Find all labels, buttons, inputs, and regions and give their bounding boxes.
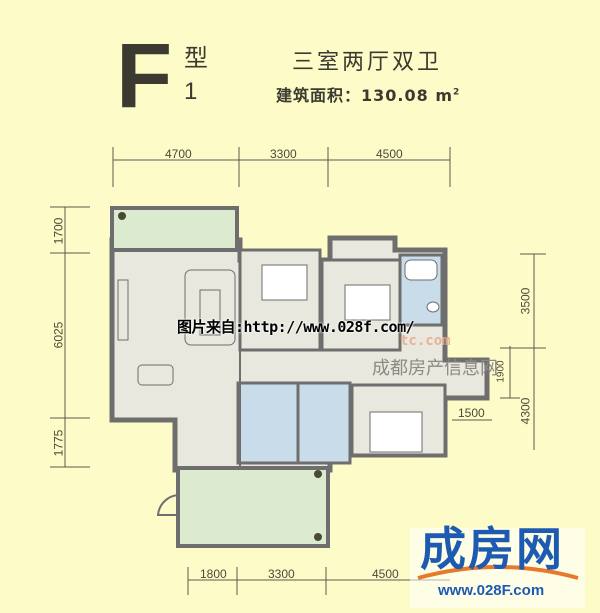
logo-url[interactable]: www.028F.com [438, 582, 545, 599]
area-label: 建筑面积： [276, 86, 362, 105]
area-unit: m [435, 86, 454, 105]
logo-arc-icon [417, 565, 579, 580]
area-value: 130.08 [361, 86, 429, 105]
sofa-icon [184, 269, 236, 346]
bed-icon [344, 284, 391, 321]
dimension-lines [50, 147, 546, 595]
top-balcony [110, 206, 239, 252]
logo-name: 成房网 [420, 522, 564, 576]
bed-icon [369, 411, 423, 453]
tv-cabinet-icon [117, 279, 129, 341]
dim-bottom-1: 1800 [200, 567, 227, 581]
toilet-icon [426, 301, 440, 313]
kitchen [236, 381, 300, 465]
area-line: 建筑面积：130.08 m2 [276, 82, 460, 106]
bathroom-2 [296, 381, 352, 465]
dim-left-1: 1700 [51, 217, 66, 245]
dim-inner-horizontal: 1500 [458, 406, 485, 420]
dim-left-3: 1775 [51, 429, 66, 457]
unit-type-number: 1 [184, 78, 198, 105]
dim-bottom-3: 4500 [372, 567, 399, 581]
unit-type-char: 型 [184, 44, 208, 72]
bathtub-icon [404, 259, 438, 281]
door-swing [156, 494, 179, 516]
dim-top-2: 3300 [270, 147, 297, 161]
bed-icon [261, 264, 308, 301]
dim-right-2: 4300 [518, 397, 533, 425]
logo-background [410, 528, 585, 608]
area-unit-sup: 2 [453, 87, 461, 98]
dim-right-1: 3500 [518, 287, 533, 315]
plant-icon [118, 212, 126, 220]
watermark-source: 图片来自:http://www.028f.com/ [177, 318, 415, 336]
plant-icon [314, 470, 322, 478]
layout-title: 三室两厅双卫 [292, 50, 443, 75]
coffee-table-icon [199, 289, 221, 336]
plant-icon [314, 533, 322, 541]
dim-top-3: 4500 [376, 147, 403, 161]
dim-top-1: 4700 [165, 147, 192, 161]
watermark-site-name: 成都房产信息网 [372, 358, 498, 379]
watermark-domain: tc.com [400, 333, 451, 349]
bottom-balcony [176, 466, 330, 548]
dining-table-icon [137, 364, 174, 386]
unit-type-letter: F [116, 25, 172, 127]
dim-bottom-2: 3300 [268, 567, 295, 581]
dim-left-2: 6025 [51, 321, 66, 349]
